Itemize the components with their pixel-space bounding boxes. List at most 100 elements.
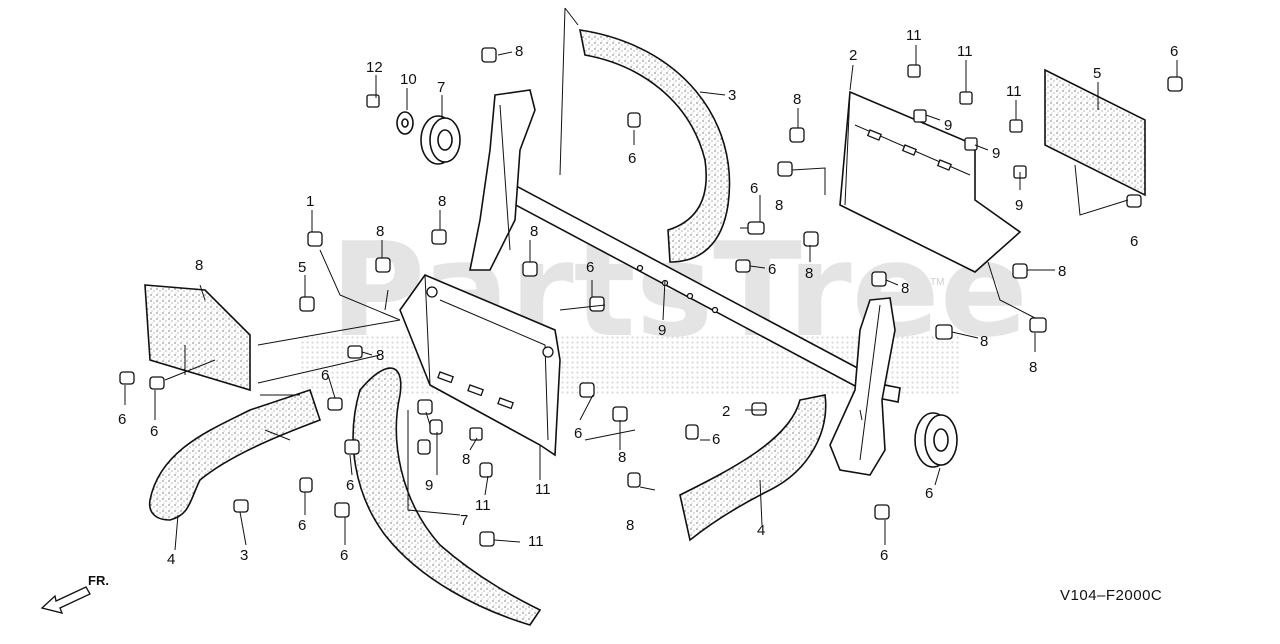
callout-12[interactable]: 12: [366, 59, 383, 76]
callout-3[interactable]: 3: [728, 87, 736, 104]
callout-7[interactable]: 7: [437, 79, 445, 96]
callout-6[interactable]: 6: [712, 431, 720, 448]
callout-8[interactable]: 8: [530, 223, 538, 240]
bolt-icon: [1167, 76, 1183, 92]
bearing-left[interactable]: [420, 115, 461, 165]
bolt-icon: [685, 424, 699, 440]
callout-6[interactable]: 6: [750, 180, 758, 197]
auger-blade-upper[interactable]: [578, 29, 731, 263]
diagram-code: V104–F2000C: [1060, 587, 1162, 604]
nut-icon: [1012, 263, 1028, 279]
bolt-icon: [429, 419, 443, 435]
callout-6[interactable]: 8: [376, 347, 384, 364]
auger-blade-lower-left[interactable]: [148, 388, 322, 521]
scraper-plate-right[interactable]: [1044, 68, 1146, 197]
callout-4[interactable]: 7: [460, 512, 468, 529]
callout-6[interactable]: 2: [722, 403, 730, 420]
callout-11[interactable]: 11: [1006, 83, 1022, 100]
auger-blade-lower-center[interactable]: [352, 367, 542, 626]
auger-arm-upper-left[interactable]: [469, 89, 536, 271]
bolt-icon: [347, 345, 363, 359]
callout-6[interactable]: 6: [768, 261, 776, 278]
callout-9[interactable]: 5: [298, 259, 306, 276]
scraper-plate-left[interactable]: [144, 284, 251, 392]
callout-8[interactable]: 8: [1029, 359, 1037, 376]
callout-8[interactable]: 1: [306, 193, 314, 210]
nut-icon: [1029, 317, 1047, 333]
callout-7[interactable]: 6: [925, 485, 933, 502]
callout-10[interactable]: 10: [400, 71, 417, 88]
nut-icon: [874, 504, 890, 520]
nut-icon: [964, 137, 978, 151]
callout-6[interactable]: 6: [346, 477, 354, 494]
bolt-icon: [366, 94, 380, 108]
auger-housing-left[interactable]: [399, 274, 561, 457]
callout-6[interactable]: 6: [298, 517, 306, 534]
callout-2[interactable]: 2: [849, 47, 857, 64]
callout-11[interactable]: 6: [340, 547, 348, 564]
auger-blade-lower-right[interactable]: [679, 394, 827, 542]
nut-icon: [299, 296, 315, 312]
callout-5[interactable]: 8: [195, 257, 203, 274]
callout-9[interactable]: 9: [992, 145, 1000, 162]
callout-11[interactable]: 11: [906, 27, 922, 44]
callout-2[interactable]: 11: [535, 481, 551, 498]
callout-8[interactable]: 8: [618, 449, 626, 466]
bolt-icon: [907, 64, 921, 78]
callout-8[interactable]: 8: [1058, 263, 1066, 280]
callout-8[interactable]: 8: [438, 193, 446, 210]
callout-8[interactable]: 8: [805, 265, 813, 282]
callout-6[interactable]: 6: [321, 367, 329, 384]
callout-6[interactable]: 6: [1130, 233, 1138, 250]
nut-icon: [522, 261, 538, 277]
callout-4[interactable]: 4: [757, 522, 765, 539]
callout-8[interactable]: 8: [901, 280, 909, 297]
bolt-icon: [959, 91, 973, 105]
bolt-icon: [233, 499, 249, 513]
bolt-icon: [481, 47, 497, 63]
hardware-fasteners: [119, 47, 1183, 547]
nut-icon: [913, 109, 927, 123]
callout-8[interactable]: 8: [980, 333, 988, 350]
callout-11[interactable]: 9: [425, 477, 433, 494]
nut-icon: [612, 406, 628, 422]
bolt-icon: [149, 376, 165, 390]
callout-9[interactable]: 9: [944, 117, 952, 134]
callout-5[interactable]: 5: [1093, 65, 1101, 82]
callout-8[interactable]: 8: [376, 223, 384, 240]
auger-arm-right[interactable]: [829, 297, 896, 476]
nut-icon: [777, 161, 793, 177]
callout-8[interactable]: 6: [574, 425, 582, 442]
watermark-trademark: TM: [930, 277, 944, 288]
callout-8[interactable]: 6: [880, 547, 888, 564]
callout-8[interactable]: 8: [515, 43, 523, 60]
bolt-icon: [1009, 119, 1023, 133]
callout-6[interactable]: 6: [150, 423, 158, 440]
callout-8[interactable]: 6: [586, 259, 594, 276]
washer[interactable]: [396, 111, 414, 135]
callout-6[interactable]: 6: [1170, 43, 1178, 60]
callout-6[interactable]: 8: [626, 517, 634, 534]
callout-9[interactable]: 8: [462, 451, 470, 468]
front-direction-arrow-icon: FR.: [40, 573, 109, 614]
nut-icon: [469, 427, 483, 441]
nut-icon: [375, 257, 391, 273]
callout-11[interactable]: 11: [957, 43, 973, 60]
bolt-icon: [747, 221, 765, 235]
callout-8[interactable]: 8: [775, 197, 783, 214]
bolt-icon: [299, 477, 313, 493]
callout-11[interactable]: 11: [475, 497, 491, 514]
callout-8[interactable]: 8: [793, 91, 801, 108]
callout-6[interactable]: 11: [528, 533, 544, 550]
callout-labels: 8 3 6 12 10 7 2 11 11 11 6 5 8 9 9 9 6 8…: [118, 27, 1178, 568]
callout-1[interactable]: 9: [658, 322, 666, 339]
callout-6[interactable]: 6: [118, 411, 126, 428]
front-direction-label: FR.: [88, 573, 109, 588]
callout-9[interactable]: 9: [1015, 197, 1023, 214]
callout-6[interactable]: 3: [240, 547, 248, 564]
callout-6[interactable]: 6: [628, 150, 636, 167]
callout-3[interactable]: 4: [167, 551, 175, 568]
bearing-right[interactable]: [914, 412, 958, 468]
